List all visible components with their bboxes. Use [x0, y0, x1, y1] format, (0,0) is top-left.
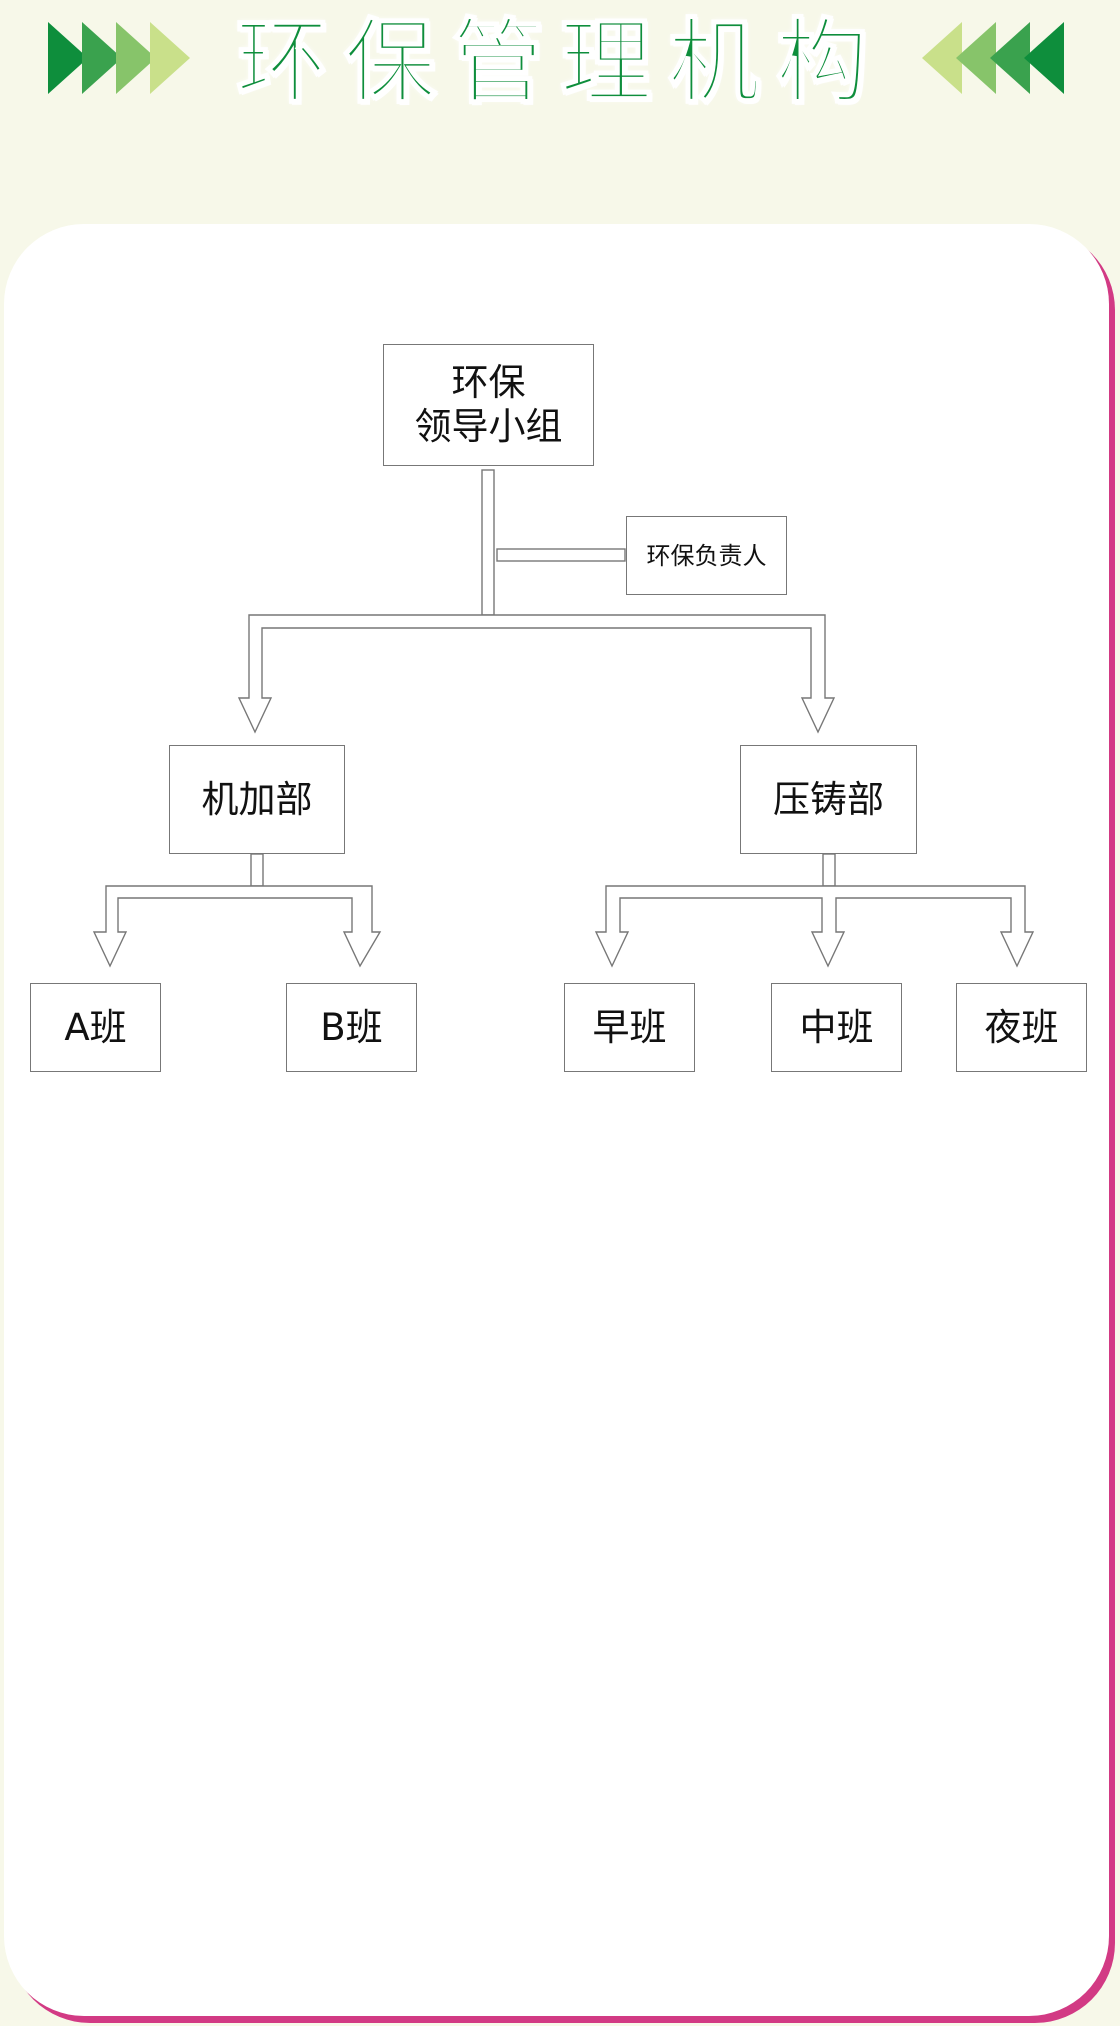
- header: 环保管理机构: [0, 0, 1120, 130]
- node-leader-group: 环保 领导小组: [383, 344, 594, 466]
- node-shift-morning: 早班: [564, 983, 695, 1072]
- node-department-machining: 机加部: [169, 745, 345, 854]
- node-responsible-person: 环保负责人: [626, 516, 787, 595]
- leader-group-line1: 环保: [451, 361, 526, 404]
- chevron-right-arrows-icon: [48, 22, 190, 94]
- connector-stem-right: [822, 853, 836, 887]
- node-shift-night: 夜班: [956, 983, 1087, 1072]
- leader-group-line2: 领导小组: [414, 405, 563, 448]
- connector-stem-left: [250, 853, 264, 887]
- connector-trunk: [481, 469, 495, 616]
- split-arrow-right: [594, 885, 1035, 968]
- split-arrow-left: [92, 885, 382, 968]
- node-shift-a: A班: [30, 983, 161, 1072]
- node-shift-b: B班: [286, 983, 417, 1072]
- page-title: 环保管理机构: [235, 8, 884, 117]
- node-shift-middle: 中班: [771, 983, 902, 1072]
- connector-responsible: [496, 548, 626, 562]
- chevron-left-arrows-icon: [922, 22, 1064, 94]
- content-panel: [4, 224, 1109, 2016]
- node-department-diecasting: 压铸部: [740, 745, 917, 854]
- split-arrow-top: [237, 614, 836, 734]
